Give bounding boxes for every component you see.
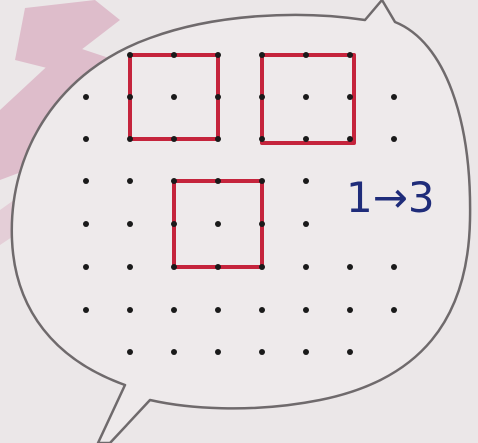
- grid-dot: [303, 178, 309, 184]
- grid-dot: [303, 307, 309, 313]
- grid-dot: [171, 52, 177, 58]
- grid-dot: [83, 221, 89, 227]
- grid-dot: [215, 136, 221, 142]
- grid-dot: [127, 136, 133, 142]
- grid-dot: [127, 94, 133, 100]
- handwritten-note: 1→3: [346, 168, 456, 228]
- grid-dot: [171, 178, 177, 184]
- grid-dot: [83, 94, 89, 100]
- grid-dot: [347, 349, 353, 355]
- grid-dot: [391, 136, 397, 142]
- grid-dot: [259, 52, 265, 58]
- grid-dot: [127, 264, 133, 270]
- grid-dot: [303, 136, 309, 142]
- grid-dot: [83, 264, 89, 270]
- grid-dot: [83, 307, 89, 313]
- grid-dot: [347, 307, 353, 313]
- grid-dot: [171, 221, 177, 227]
- grid-dot: [303, 349, 309, 355]
- grid-dot: [391, 307, 397, 313]
- grid-dot: [127, 349, 133, 355]
- grid-dot: [259, 136, 265, 142]
- grid-dot: [171, 136, 177, 142]
- grid-dot: [391, 264, 397, 270]
- grid-dot: [259, 221, 265, 227]
- grid-dot: [171, 307, 177, 313]
- grid-dot: [171, 349, 177, 355]
- grid-dot: [215, 178, 221, 184]
- grid-dot: [391, 94, 397, 100]
- grid-dot: [127, 178, 133, 184]
- grid-dot: [215, 94, 221, 100]
- grid-dot: [259, 307, 265, 313]
- grid-dot: [347, 264, 353, 270]
- grid-dot: [347, 136, 353, 142]
- grid-dot: [215, 52, 221, 58]
- grid-dot: [215, 221, 221, 227]
- grid-dot: [171, 264, 177, 270]
- grid-dot: [171, 94, 177, 100]
- grid-dot: [259, 264, 265, 270]
- grid-dot: [83, 178, 89, 184]
- grid-dot: [347, 52, 353, 58]
- grid-dot: [303, 94, 309, 100]
- grid-dot: [215, 264, 221, 270]
- grid-dot: [347, 94, 353, 100]
- grid-dot: [215, 349, 221, 355]
- grid-dot: [303, 264, 309, 270]
- grid-dot: [303, 52, 309, 58]
- grid-dot: [259, 94, 265, 100]
- grid-dot: [303, 221, 309, 227]
- grid-dot: [83, 136, 89, 142]
- grid-dot: [127, 307, 133, 313]
- grid-dot: [215, 307, 221, 313]
- grid-dot: [259, 349, 265, 355]
- grid-dot: [127, 221, 133, 227]
- grid-dot: [127, 52, 133, 58]
- grid-dot: [259, 178, 265, 184]
